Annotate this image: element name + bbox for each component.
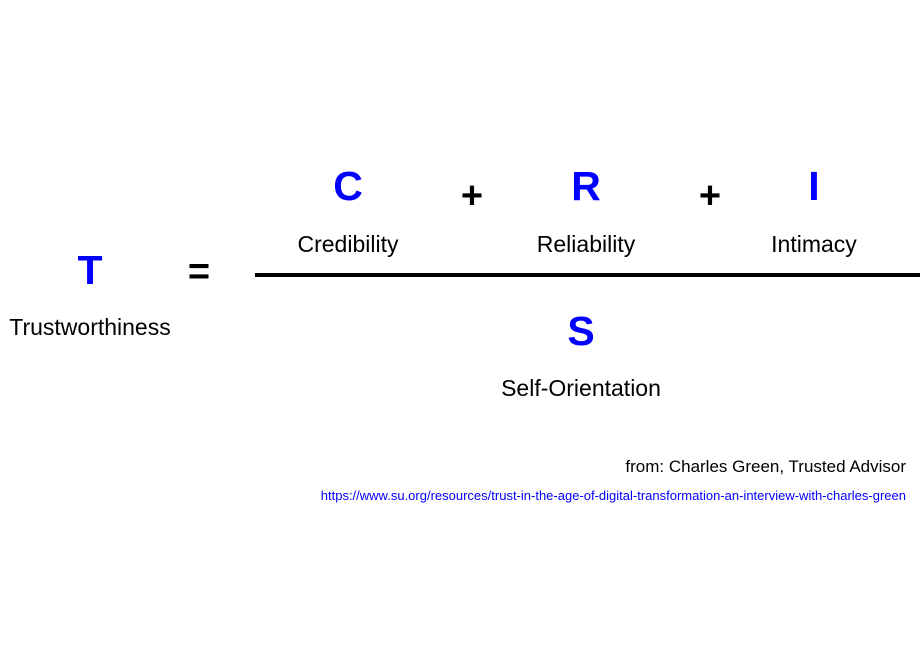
- trustworthiness-symbol: T: [77, 247, 103, 293]
- trustworthiness-label: Trustworthiness: [9, 314, 171, 340]
- source-link[interactable]: https://www.su.org/resources/trust-in-th…: [320, 488, 906, 503]
- reliability-label: Reliability: [536, 231, 636, 257]
- intimacy-symbol: I: [808, 163, 820, 209]
- plus-sign-1: +: [460, 175, 484, 217]
- plus-sign-2: +: [698, 175, 722, 217]
- fraction-bar: [255, 273, 920, 277]
- self-orientation-label: Self-Orientation: [501, 375, 661, 401]
- reliability-symbol: R: [571, 163, 601, 209]
- self-orientation-symbol: S: [567, 308, 595, 354]
- intimacy-label: Intimacy: [771, 231, 857, 257]
- source-credit: from: Charles Green, Trusted Advisor: [625, 457, 906, 476]
- credibility-label: Credibility: [297, 231, 399, 257]
- equals-sign: =: [187, 251, 211, 293]
- credibility-symbol: C: [333, 163, 363, 209]
